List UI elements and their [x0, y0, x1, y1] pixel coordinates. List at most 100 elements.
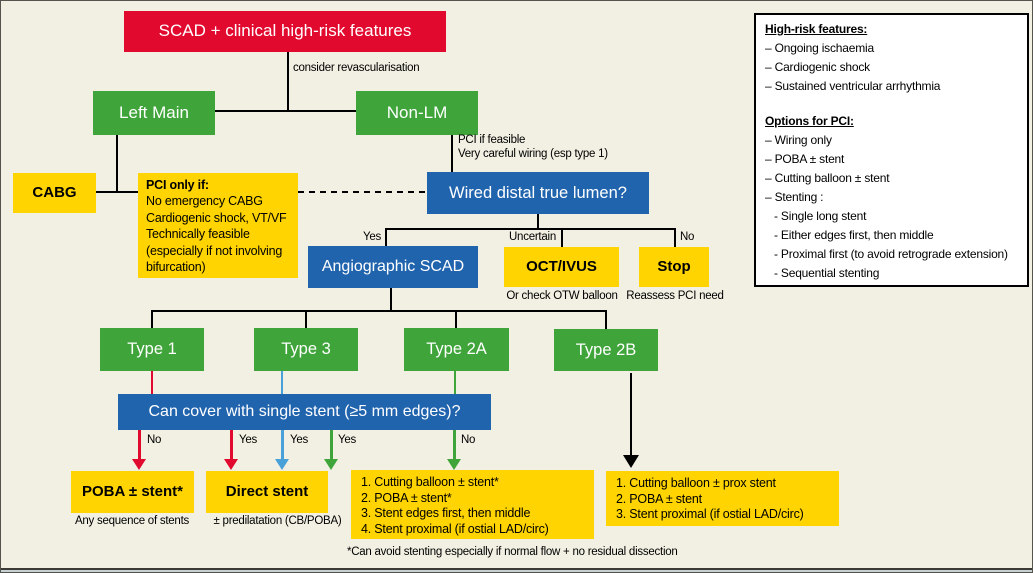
connector-wired-branch — [385, 228, 676, 231]
node-direct-stent: Direct stent — [206, 471, 328, 513]
connector-to-type3 — [305, 310, 308, 328]
legend-item: – POBA ± stent — [765, 152, 845, 166]
label-pci-if-feasible: PCI if feasible Very careful wiring (esp… — [458, 134, 608, 161]
node-oct-ivus: OCT/IVUS — [504, 247, 619, 287]
node-scad-high-risk-label: SCAD + clinical high-risk features — [158, 21, 412, 41]
connector-leftmain-nonlm — [215, 110, 357, 113]
treatment-2a-line: 2. POBA ± stent* — [361, 490, 452, 505]
node-type-1-label: Type 1 — [127, 340, 177, 359]
connector-branch-uncertain — [561, 228, 564, 247]
arrow-type2a-no — [446, 430, 462, 470]
arrow-type1-no — [131, 430, 147, 470]
connector-type1-question — [151, 371, 154, 394]
label-reassess-pci: Reassess PCI need — [626, 290, 724, 302]
node-type-1: Type 1 — [100, 328, 204, 371]
label-yes-type3: Yes — [290, 434, 309, 446]
treatment-2b-line: 2. POBA ± stent — [616, 491, 702, 506]
label-yes-type1: Yes — [239, 434, 258, 446]
legend-high-risk-title: High-risk features: — [765, 22, 868, 36]
node-type-3-label: Type 3 — [281, 340, 331, 359]
treatment-2a-line: 4. Stent proximal (if ostial LAD/circ) — [361, 521, 549, 536]
legend-item: – Sustained ventricular arrhythmia — [765, 79, 941, 93]
pci-only-if-line: (especially if not involving — [146, 243, 283, 258]
node-angiographic-scad: Angiographic SCAD — [308, 246, 478, 288]
box-treatment-type-2a: 1. Cutting balloon ± stent* 2. POBA ± st… — [351, 470, 594, 539]
node-non-lm: Non-LM — [356, 91, 478, 135]
legend-panel: High-risk features: – Ongoing ischaemia … — [754, 13, 1029, 287]
node-wired-label: Wired distal true lumen? — [449, 183, 627, 202]
label-footnote: *Can avoid stenting especially if normal… — [347, 546, 678, 558]
node-oct-ivus-label: OCT/IVUS — [526, 257, 597, 275]
node-type-2b: Type 2B — [554, 329, 658, 371]
legend-item: – Wiring only — [765, 133, 832, 147]
legend-item: – Cardiogenic shock — [765, 60, 870, 74]
label-consider-revascularisation: consider revascularisation — [293, 62, 420, 74]
node-can-cover-label: Can cover with single stent (≥5 mm edges… — [148, 403, 461, 421]
pci-only-if-line: Technically feasible — [146, 227, 250, 242]
pci-only-if-line: bifurcation) — [146, 260, 206, 275]
pci-only-if-line: Cardiogenic shock, VT/VF — [146, 210, 287, 225]
connector-root-down — [287, 52, 290, 111]
legend-item: – Ongoing ischaemia — [765, 41, 874, 55]
treatment-2b-line: 1. Cutting balloon ± prox stent — [616, 476, 776, 490]
label-uncertain-wired: Uncertain — [509, 231, 556, 243]
label-pci-if-feasible-line1: PCI if feasible — [458, 134, 526, 146]
arrow-type2a-yes — [323, 430, 339, 470]
label-no-wired: No — [680, 231, 695, 243]
label-no-type1: No — [147, 434, 162, 446]
node-wired-distal-true-lumen: Wired distal true lumen? — [427, 172, 649, 214]
connector-wired-down — [537, 214, 540, 229]
label-or-check-otw: Or check OTW balloon — [506, 290, 618, 302]
node-left-main-label: Left Main — [119, 102, 189, 122]
node-left-main: Left Main — [93, 91, 215, 135]
treatment-2a-line: 1. Cutting balloon ± stent* — [361, 475, 499, 489]
connector-angio-down — [390, 288, 393, 311]
box-treatment-type-2b: 1. Cutting balloon ± prox stent 2. POBA … — [606, 471, 839, 526]
node-stop-label: Stop — [657, 257, 691, 275]
legend-subitem: - Single long stent — [774, 209, 867, 223]
label-pci-if-feasible-line2: Very careful wiring (esp type 1) — [458, 147, 608, 160]
bottom-border-dark — [1, 567, 1032, 570]
connector-type2a-question — [454, 371, 457, 394]
node-stop: Stop — [639, 247, 709, 287]
connector-leftmain-down — [116, 135, 119, 192]
node-type-2a-label: Type 2A — [426, 340, 487, 359]
node-can-cover-question: Can cover with single stent (≥5 mm edges… — [118, 394, 491, 430]
arrow-type1-yes — [223, 430, 239, 470]
legend-subitem: - Sequential stenting — [774, 266, 880, 280]
bottom-border-light — [1, 570, 1032, 572]
connector-to-type1 — [151, 310, 154, 328]
node-cabg: CABG — [13, 173, 96, 213]
connector-type3-question — [281, 371, 284, 394]
label-any-sequence: Any sequence of stents — [74, 515, 190, 527]
node-poba-stent: POBA ± stent* — [71, 471, 194, 513]
node-type-2a: Type 2A — [404, 328, 509, 371]
connector-branch-yes — [385, 228, 388, 246]
node-cabg-label: CABG — [32, 183, 77, 201]
legend-item: – Stenting : — [765, 190, 824, 204]
connector-types-branch — [151, 310, 607, 313]
arrow-type3-yes — [274, 430, 290, 470]
node-angiographic-label: Angiographic SCAD — [321, 258, 465, 276]
label-yes-wired: Yes — [362, 231, 381, 243]
node-type-3: Type 3 — [254, 328, 358, 371]
pci-only-if-line: No emergency CABG — [146, 194, 263, 209]
node-poba-label: POBA ± stent* — [81, 482, 184, 500]
connector-dashed-criteria-wired — [298, 191, 427, 194]
connector-nonlm-down — [451, 135, 454, 172]
node-type-2b-label: Type 2B — [575, 340, 637, 359]
legend-options-title: Options for PCI: — [765, 114, 854, 128]
legend-subitem: - Proximal first (to avoid retrograde ex… — [774, 247, 1008, 261]
pci-only-if-title: PCI only if: — [146, 178, 209, 192]
box-pci-only-if: PCI only if: No emergency CABG Cardiogen… — [138, 173, 298, 278]
legend-item: – Cutting balloon ± stent — [765, 171, 890, 185]
connector-cabg-criteria — [96, 191, 138, 194]
legend-subitem: - Either edges first, then middle — [774, 228, 934, 242]
label-yes-type2a: Yes — [338, 434, 357, 446]
node-direct-stent-label: Direct stent — [225, 482, 309, 500]
node-non-lm-label: Non-LM — [386, 102, 448, 122]
connector-to-type2a — [455, 310, 458, 328]
treatment-2a-line: 3. Stent edges first, then middle — [361, 506, 531, 521]
label-no-type2a: No — [461, 434, 476, 446]
